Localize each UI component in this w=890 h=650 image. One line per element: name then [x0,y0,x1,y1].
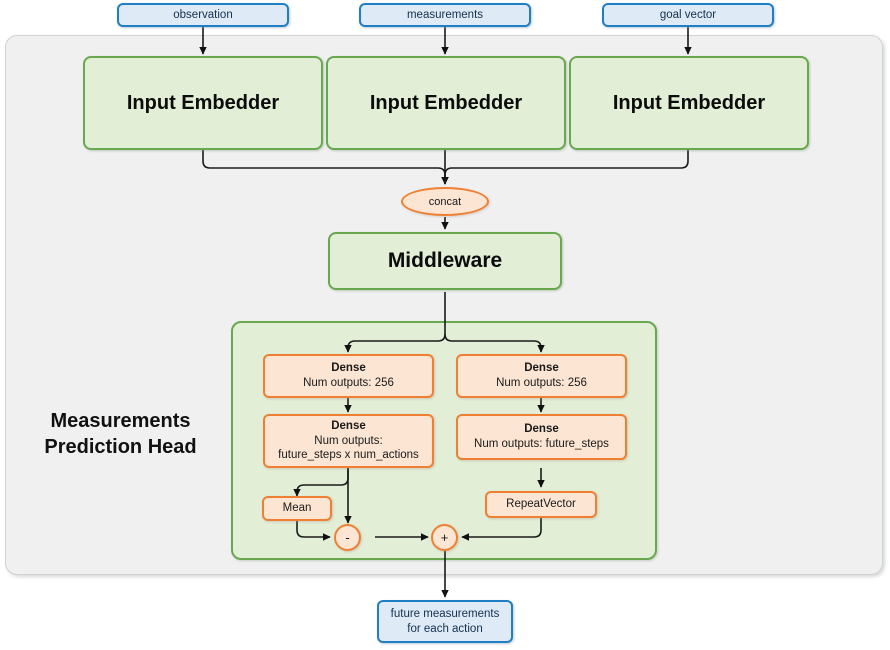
repeat-vector-label: RepeatVector [506,498,576,511]
input-embedder-3-label: Input Embedder [612,91,766,114]
mean-block-label: Mean [282,502,312,515]
output-box-line1: future measurements [390,608,500,621]
input-box-measurements-label: measurements [406,8,484,21]
left-dense-2-outputs-line1: Num outputs: [314,434,383,447]
left-dense-2[interactable]: Dense Num outputs: future_steps x num_ac… [263,414,434,468]
repeat-vector-block[interactable]: RepeatVector [485,491,597,518]
input-box-observation-label: observation [173,8,233,21]
concat-node[interactable]: concat [401,187,489,216]
input-box-measurements[interactable]: measurements [359,3,531,27]
right-dense-1[interactable]: Dense Num outputs: 256 [456,354,627,398]
head-label-line2: Prediction Head [44,436,197,458]
input-box-observation[interactable]: observation [117,3,289,27]
left-dense-1-outputs: Num outputs: 256 [303,377,394,389]
input-embedder-2-label: Input Embedder [369,91,523,114]
input-embedder-1[interactable]: Input Embedder [83,56,323,150]
input-box-goal-vector-label: goal vector [659,8,717,21]
left-dense-1[interactable]: Dense Num outputs: 256 [263,354,434,398]
input-embedder-1-label: Input Embedder [126,91,280,114]
output-box-line2: for each action [407,622,483,635]
add-operator[interactable]: + [431,524,458,551]
left-dense-1-title: Dense [331,362,366,375]
middleware-label: Middleware [387,249,503,272]
middleware-block[interactable]: Middleware [328,232,562,290]
left-dense-2-outputs-line2: future_steps x num_actions [278,449,419,462]
right-dense-2-title: Dense [524,423,559,436]
measurements-prediction-head-label: Measurements Prediction Head [18,408,223,460]
mean-block[interactable]: Mean [262,496,332,521]
subtract-operator-label: - [345,530,350,545]
input-embedder-3[interactable]: Input Embedder [569,56,809,150]
concat-node-label: concat [428,195,462,208]
input-embedder-2[interactable]: Input Embedder [326,56,566,150]
right-dense-1-outputs: Num outputs: 256 [496,377,587,389]
right-dense-1-title: Dense [524,362,559,375]
add-operator-label: + [440,530,449,545]
left-dense-2-title: Dense [331,419,366,432]
head-label-line1: Measurements [50,410,191,432]
right-dense-2-outputs: Num outputs: future_steps [474,438,609,450]
right-dense-2[interactable]: Dense Num outputs: future_steps [456,414,627,460]
output-box-future-measurements[interactable]: future measurements for each action [377,600,513,643]
input-box-goal-vector[interactable]: goal vector [602,3,774,27]
subtract-operator[interactable]: - [334,524,361,551]
